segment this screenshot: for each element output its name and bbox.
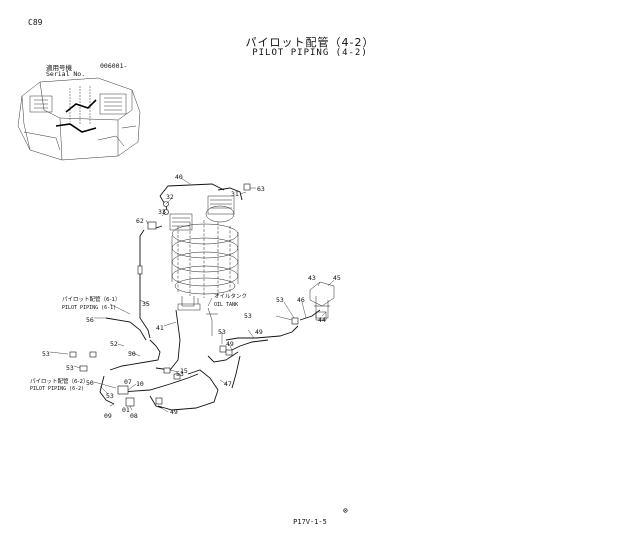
serial-label-japanese: 適用号機 (46, 64, 72, 72)
title-english: PILOT PIPING (4-2) (252, 48, 368, 58)
callout-53-right: 53 (276, 296, 284, 304)
title-japanese: パイロット配管（4-2） (245, 36, 375, 49)
callout-49-bottom: 49 (170, 408, 178, 416)
callout-44: 44 (318, 316, 326, 324)
callout-52: 52 (110, 340, 118, 348)
reference-notes: パイロット配管（6-1） PILOT PIPING (6-1) パイロット配管（… (30, 292, 247, 392)
callout-10: 10 (136, 380, 144, 388)
callout-40: 40 (175, 173, 183, 181)
note-leaders (99, 297, 213, 395)
callout-07: 07 (124, 378, 132, 386)
page-id: C89 (28, 18, 43, 27)
callout-41: 41 (156, 324, 164, 332)
pilot-hoses (99, 183, 321, 411)
callout-47: 47 (224, 380, 232, 388)
callout-08: 08 (130, 412, 138, 420)
callout-50-lower: 50 (86, 379, 94, 387)
callout-09: 09 (104, 412, 112, 420)
callout-53-bottom: 53 (106, 392, 114, 400)
callout-53-tank-top: 53 (244, 312, 252, 320)
leader-lines (49, 177, 335, 413)
callout-49-right: 49 (255, 328, 263, 336)
callout-63: 63 (257, 185, 265, 193)
footer-page-code: P17V-1-5 (293, 518, 327, 526)
callout-56: 56 (86, 316, 94, 324)
swing-motor-assembly (169, 195, 239, 311)
callout-labels: 40 63 32 31 33 62 35 41 56 52 50 53 53 5… (42, 173, 341, 420)
callout-15: 15 (180, 367, 188, 375)
callout-45: 45 (333, 274, 341, 282)
callout-53-left: 53 (42, 350, 50, 358)
note-oil-tank-jp: オイルタンク (214, 292, 247, 300)
callout-50-upper: 50 (128, 350, 136, 358)
machine-thumbnail (17, 77, 141, 161)
note-pilot-6-2-jp: パイロット配管（6-2） (30, 377, 88, 385)
callout-31: 31 (231, 190, 239, 198)
callout-49-center: 49 (226, 340, 234, 348)
callout-33: 33 (158, 208, 166, 216)
fittings (69, 183, 299, 407)
callout-53-center: 53 (176, 370, 184, 378)
callout-53-tank-left: 53 (218, 328, 226, 336)
callout-35: 35 (142, 300, 150, 308)
callout-32: 32 (166, 193, 174, 201)
footer-mark: ⊗ (343, 506, 348, 515)
callout-53-lower-left: 53 (66, 364, 74, 372)
callout-46: 46 (297, 296, 305, 304)
serial-value: 006001- (100, 62, 128, 70)
fitting-63 (243, 183, 251, 191)
callout-01: 01 (122, 406, 130, 414)
serial-label-english: Serial No. (46, 70, 86, 78)
fitting-62 (147, 221, 157, 230)
note-oil-tank-en: OIL TANK (214, 302, 238, 308)
callout-43: 43 (308, 274, 316, 282)
callout-62: 62 (136, 217, 144, 225)
note-pilot-6-1-jp: パイロット配管（6-1） (62, 295, 120, 303)
valve-block (117, 385, 129, 395)
note-pilot-6-2-en: PILOT PIPING (6-2) (30, 386, 84, 392)
note-pilot-6-1-en: PILOT PIPING (6-1) (62, 305, 116, 311)
